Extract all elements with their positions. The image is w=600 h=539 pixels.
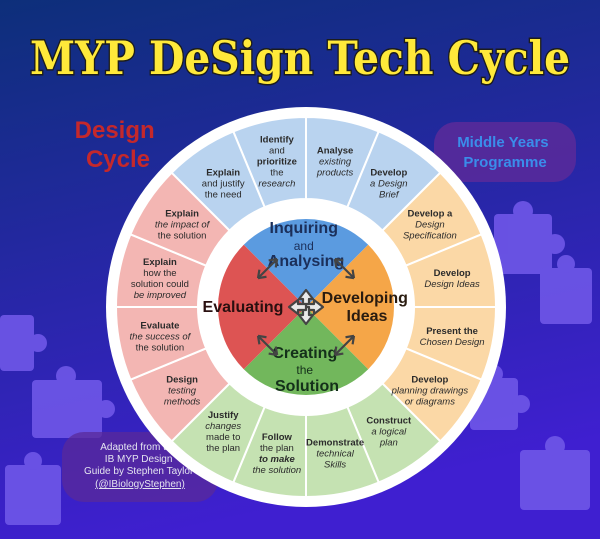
quadrant-inquiring-label: Inquiring and Analysing (268, 220, 344, 270)
design-cycle-wheel: Inquiring and Analysing Developing Ideas… (106, 107, 506, 507)
programme-label: Middle Years Programme (457, 134, 553, 171)
arrow-creating-evaluating-icon (256, 334, 279, 357)
page-title: MYP DeSign Tech Cycle (30, 31, 570, 85)
design-cycle-label: Design Cycle (75, 117, 162, 173)
credit-text: Adapted from the IB MYP Design Guide by … (84, 442, 196, 490)
programme-badge (434, 122, 576, 182)
segment-explain-justify (170, 130, 266, 233)
puzzle-pieces-decoration (0, 201, 592, 525)
quadrant-developing-label: Developing Ideas (322, 290, 413, 325)
quadrant-creating (243, 307, 369, 396)
quadrant-evaluating-label: Evaluating (203, 299, 284, 316)
arrow-developing-creating-icon (333, 334, 356, 357)
arrow-inquiring-developing-icon (333, 257, 356, 280)
arrow-evaluating-inquiring-icon (256, 257, 279, 280)
quadrant-inquiring (243, 219, 369, 307)
center-four-way-arrow-icon (287, 288, 325, 326)
quadrant-developing (306, 244, 395, 370)
quadrant-creating-label: Creating the Solution (272, 345, 341, 395)
quadrant-evaluating (217, 244, 306, 370)
